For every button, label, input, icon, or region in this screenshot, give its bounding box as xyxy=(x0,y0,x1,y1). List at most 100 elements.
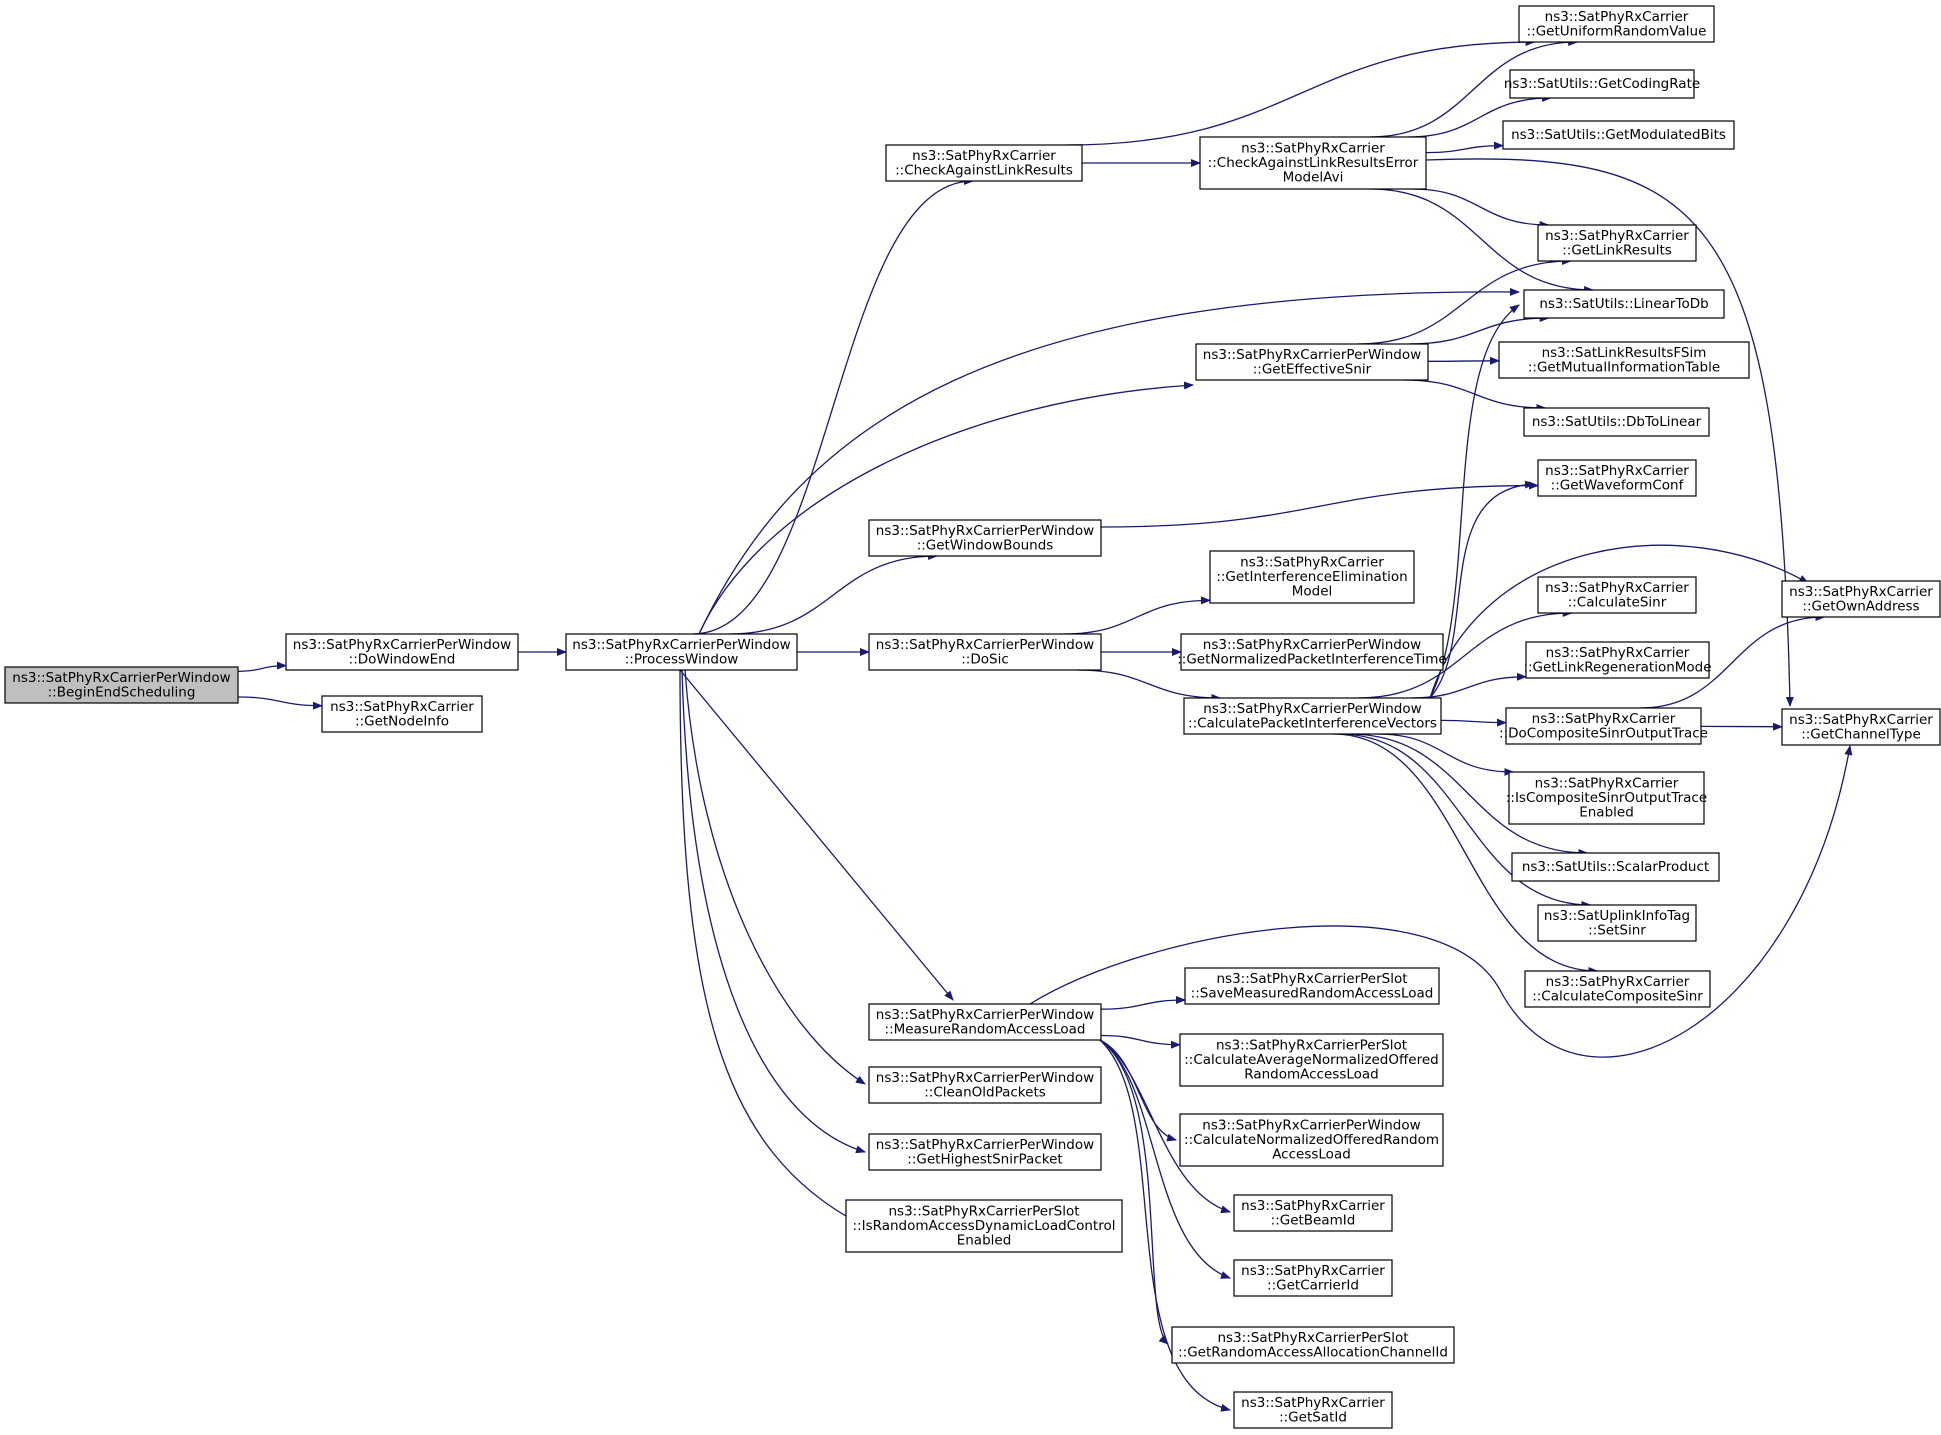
node-label-line: ns3::SatPhyRxCarrierPerSlot xyxy=(888,1204,1079,1220)
node-n12[interactable]: ns3::SatPhyRxCarrierPerWindow::GetEffect… xyxy=(1195,343,1429,381)
node-n13[interactable]: ns3::SatPhyRxCarrier::GetInterferenceEli… xyxy=(1209,550,1415,604)
node-n16[interactable]: ns3::SatPhyRxCarrierPerSlot::SaveMeasure… xyxy=(1184,967,1440,1005)
node-label-line: ::GetWindowBounds xyxy=(917,537,1054,553)
node-n25[interactable]: ns3::SatUtils::GetModulatedBits xyxy=(1502,120,1735,150)
edge-n11-n27 xyxy=(1370,188,1595,294)
edge-n11-n39 xyxy=(1425,158,1794,707)
node-label-line: ns3::SatPhyRxCarrier xyxy=(1546,974,1690,990)
node-n39[interactable]: ns3::SatPhyRxCarrier::GetChannelType xyxy=(1781,708,1941,746)
node-label-line: ::CheckAgainstLinkResults xyxy=(895,162,1073,178)
node-n20[interactable]: ns3::SatPhyRxCarrier::GetCarrierId xyxy=(1233,1259,1393,1297)
node-n4[interactable]: ns3::SatPhyRxCarrier::CheckAgainstLinkRe… xyxy=(885,144,1083,182)
edge-n15-n36 xyxy=(1338,733,1592,909)
edge-n15-n35 xyxy=(1348,733,1589,857)
node-label-line: ns3::SatPhyRxCarrierPerWindow xyxy=(572,637,790,653)
node-label-line: ns3::SatUtils::GetCodingRate xyxy=(1504,76,1700,92)
node-n27[interactable]: ns3::SatUtils::LinearToDb xyxy=(1523,289,1725,319)
node-n0[interactable]: ns3::SatPhyRxCarrierPerWindow::BeginEndS… xyxy=(4,666,239,704)
node-box xyxy=(1523,407,1710,437)
node-label-line: ns3::SatPhyRxCarrierPerWindow xyxy=(876,1137,1094,1153)
node-label-line: ns3::SatPhyRxCarrierPerWindow xyxy=(1203,637,1421,653)
edge-n7-n16 xyxy=(1100,996,1186,1010)
node-n21[interactable]: ns3::SatPhyRxCarrierPerSlot::GetRandomAc… xyxy=(1171,1326,1455,1364)
node-box xyxy=(1171,1326,1455,1364)
edge-n0-n1 xyxy=(237,661,287,672)
edge-n4-n23 xyxy=(1065,38,1536,146)
node-label-line: ::SetSinr xyxy=(1588,922,1646,938)
node-label-line: ::GetNormalizedPacketInterferenceTime xyxy=(1177,651,1447,667)
node-box xyxy=(868,519,1102,557)
node-n15[interactable]: ns3::SatPhyRxCarrierPerWindow::Calculate… xyxy=(1183,697,1442,735)
node-box xyxy=(1537,904,1697,942)
node-n5[interactable]: ns3::SatPhyRxCarrierPerWindow::GetWindow… xyxy=(868,519,1102,557)
node-label-line: ns3::SatPhyRxCarrier xyxy=(1545,580,1689,596)
node-box xyxy=(1502,120,1735,150)
edge-n7-n17 xyxy=(1100,1034,1181,1049)
node-n18[interactable]: ns3::SatPhyRxCarrierPerWindow::Calculate… xyxy=(1179,1113,1444,1167)
node-box xyxy=(1524,970,1711,1008)
node-label-line: ns3::SatPhyRxCarrierPerWindow xyxy=(876,637,1094,653)
node-box xyxy=(1183,697,1442,735)
node-label-line: ::DoSic xyxy=(961,651,1009,667)
edge-n7-n21 xyxy=(1099,1039,1169,1345)
node-n35[interactable]: ns3::SatUtils::ScalarProduct xyxy=(1511,852,1720,882)
edge-n15-n37 xyxy=(1332,733,1599,975)
node-n24[interactable]: ns3::SatUtils::GetCodingRate xyxy=(1504,69,1700,99)
node-label-line: ns3::SatPhyRxCarrier xyxy=(1240,555,1384,571)
node-n29[interactable]: ns3::SatUtils::DbToLinear xyxy=(1523,407,1710,437)
edge-n15-n31 xyxy=(1357,609,1573,699)
node-label-line: ns3::SatPhyRxCarrierPerWindow xyxy=(876,1007,1094,1023)
node-box xyxy=(868,1066,1102,1104)
node-n30[interactable]: ns3::SatPhyRxCarrier::GetWaveformConf xyxy=(1537,459,1697,497)
node-n26[interactable]: ns3::SatPhyRxCarrier::GetLinkResults xyxy=(1537,224,1697,262)
node-box xyxy=(1511,852,1720,882)
node-n11[interactable]: ns3::SatPhyRxCarrier::CheckAgainstLinkRe… xyxy=(1199,136,1427,190)
node-n32[interactable]: ns3::SatPhyRxCarrier::GetLinkRegeneratio… xyxy=(1523,641,1712,679)
node-n7[interactable]: ns3::SatPhyRxCarrierPerWindow::MeasureRa… xyxy=(868,1003,1102,1041)
node-label-line: ns3::SatPhyRxCarrierPerWindow xyxy=(293,637,511,653)
node-label-line: ::IsRandomAccessDynamicLoadControl xyxy=(853,1218,1116,1234)
node-box xyxy=(1537,459,1697,497)
node-n22[interactable]: ns3::SatPhyRxCarrier::GetSatId xyxy=(1233,1391,1393,1429)
node-n37[interactable]: ns3::SatPhyRxCarrier::CalculateComposite… xyxy=(1524,970,1711,1008)
node-box xyxy=(565,633,798,671)
edge-n15-n32 xyxy=(1410,672,1527,699)
node-n38[interactable]: ns3::SatPhyRxCarrier::GetOwnAddress xyxy=(1781,580,1941,618)
node-n17[interactable]: ns3::SatPhyRxCarrierPerSlot::CalculateAv… xyxy=(1179,1033,1444,1087)
node-label-line: ::GetChannelType xyxy=(1801,726,1921,742)
node-label-line: ns3::SatPhyRxCarrierPerSlot xyxy=(1217,1330,1408,1346)
node-label-line: ns3::SatPhyRxCarrier xyxy=(1535,776,1679,792)
node-n33[interactable]: ns3::SatPhyRxCarrier::DoCompositeSinrOut… xyxy=(1499,707,1708,745)
node-box xyxy=(1781,580,1941,618)
edge-n3-n12 xyxy=(698,381,1194,635)
node-n14[interactable]: ns3::SatPhyRxCarrierPerWindow::GetNormal… xyxy=(1177,633,1447,671)
node-n23[interactable]: ns3::SatPhyRxCarrier::GetUniformRandomVa… xyxy=(1518,5,1715,43)
node-n19[interactable]: ns3::SatPhyRxCarrier::GetBeamId xyxy=(1233,1194,1393,1232)
node-label-line: ns3::SatPhyRxCarrier xyxy=(1241,1395,1385,1411)
node-n8[interactable]: ns3::SatPhyRxCarrierPerWindow::CleanOldP… xyxy=(868,1066,1102,1104)
edge-n7-n19 xyxy=(1099,1039,1231,1214)
node-n10[interactable]: ns3::SatPhyRxCarrierPerSlot::IsRandomAcc… xyxy=(845,1199,1123,1253)
node-label-line: ::GetEffectiveSnir xyxy=(1253,361,1372,377)
node-label-line: ::GetLinkRegenerationMode xyxy=(1523,659,1711,675)
node-label-line: ::GetLinkResults xyxy=(1562,242,1672,258)
edge-n11-n26 xyxy=(1411,188,1550,229)
node-n1[interactable]: ns3::SatPhyRxCarrierPerWindow::DoWindowE… xyxy=(285,633,519,671)
node-label-line: ::GetBeamId xyxy=(1271,1212,1356,1228)
node-n2[interactable]: ns3::SatPhyRxCarrier::GetNodeInfo xyxy=(321,695,483,733)
node-label-line: ns3::SatLinkResultsFSim xyxy=(1542,345,1707,361)
node-label-line: ns3::SatPhyRxCarrier xyxy=(330,699,474,715)
node-label-line: ns3::SatUtils::GetModulatedBits xyxy=(1511,127,1726,143)
node-n31[interactable]: ns3::SatPhyRxCarrier::CalculateSinr xyxy=(1537,576,1697,614)
node-label-line: ::SaveMeasuredRandomAccessLoad xyxy=(1191,985,1434,1001)
node-label-line: ns3::SatPhyRxCarrier xyxy=(1545,463,1689,479)
node-n28[interactable]: ns3::SatLinkResultsFSim::GetMutualInform… xyxy=(1498,341,1750,379)
node-n36[interactable]: ns3::SatUplinkInfoTag::SetSinr xyxy=(1537,904,1697,942)
node-label-line: ns3::SatPhyRxCarrierPerSlot xyxy=(1216,971,1407,987)
edge-n7-n20 xyxy=(1099,1039,1231,1279)
node-n34[interactable]: ns3::SatPhyRxCarrier::IsCompositeSinrOut… xyxy=(1506,771,1707,825)
node-n6[interactable]: ns3::SatPhyRxCarrierPerWindow::DoSic xyxy=(868,633,1102,671)
node-n3[interactable]: ns3::SatPhyRxCarrierPerWindow::ProcessWi… xyxy=(565,633,798,671)
node-label-line: ns3::SatUplinkInfoTag xyxy=(1544,908,1690,924)
node-n9[interactable]: ns3::SatPhyRxCarrierPerWindow::GetHighes… xyxy=(868,1133,1102,1171)
